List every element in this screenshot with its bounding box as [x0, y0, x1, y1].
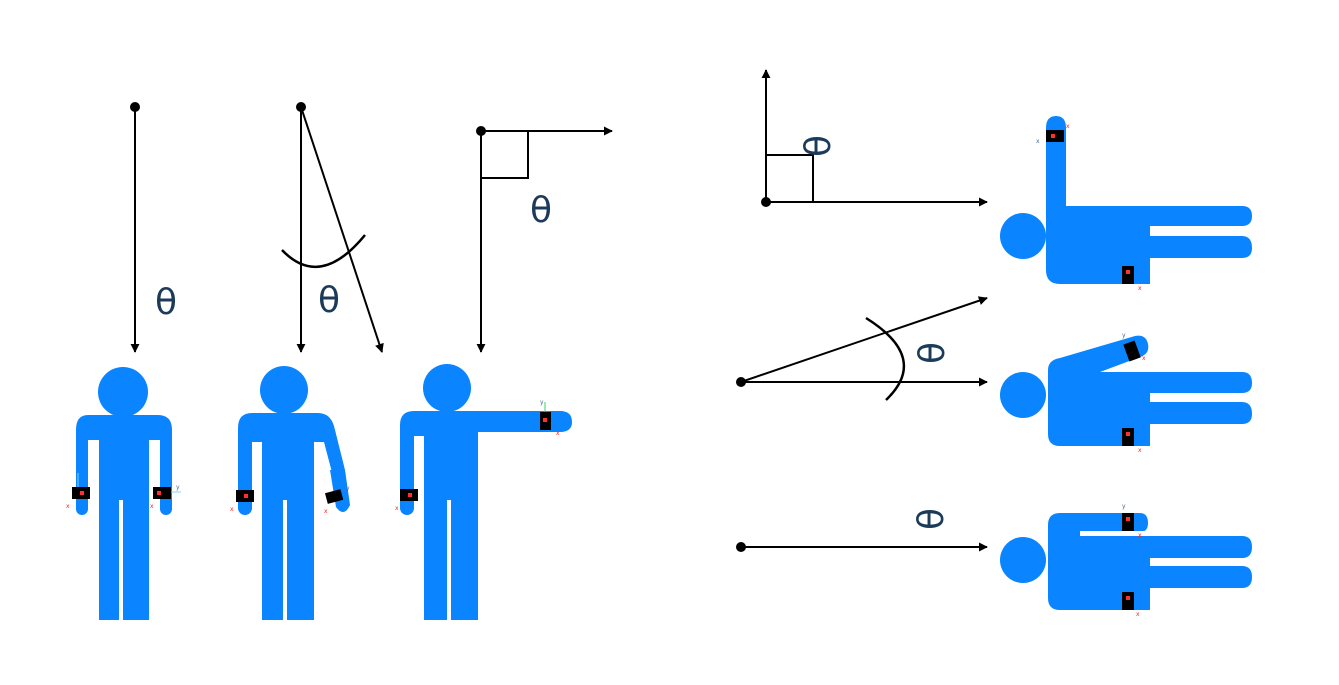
lying-diagram-arm-at-side: θ y x x — [736, 503, 1252, 618]
svg-text:x: x — [230, 506, 234, 513]
standing-figure — [238, 366, 350, 620]
theta-label: θ — [911, 508, 952, 530]
sensor-left-wrist: x — [230, 490, 254, 513]
svg-text:y: y — [540, 399, 544, 406]
svg-text:y: y — [176, 484, 180, 491]
standing-diagram-arm-horizontal: θ x y x — [395, 126, 613, 620]
angle-vectors — [761, 69, 988, 207]
standing-diagram-arm-partly-raised: θ x y x — [230, 102, 384, 620]
svg-text:x: x — [1138, 532, 1142, 539]
sensor-raised-hand: y x — [1122, 332, 1146, 362]
svg-text:y: y — [346, 485, 350, 492]
angle-vectors — [736, 296, 988, 401]
svg-text:x: x — [1138, 285, 1142, 292]
svg-text:x: x — [1136, 611, 1140, 618]
sensor-side-hand: x — [1122, 428, 1142, 454]
theta-label: θ — [155, 282, 177, 323]
sensor-lower-hand: x — [1122, 592, 1140, 618]
svg-text:x: x — [150, 503, 154, 510]
sensor-hand: y x — [540, 399, 560, 437]
sensor-side-hand: x — [1122, 266, 1142, 292]
sensor-left-wrist: x — [395, 489, 418, 512]
theta-label: θ — [530, 190, 552, 231]
sensor-left-wrist: x — [66, 473, 90, 510]
svg-text:x: x — [1138, 447, 1142, 454]
sensor-raised-hand: x x — [1036, 123, 1070, 145]
svg-text:x: x — [1142, 355, 1146, 362]
svg-text:y: y — [1122, 332, 1126, 339]
standing-figure — [400, 364, 572, 620]
svg-text:y: y — [1122, 503, 1126, 510]
lying-diagram-arm-vertical: θ x x x — [761, 69, 1252, 292]
lying-diagram-arm-angled: θ y x x — [736, 296, 1252, 454]
sensor-right-wrist: y x — [324, 485, 350, 515]
theta-label: θ — [912, 342, 953, 364]
standing-diagram-arm-down: θ x y x — [66, 102, 181, 620]
svg-text:x: x — [1036, 138, 1040, 145]
sensor-right-wrist: y x — [150, 484, 181, 510]
svg-text:x: x — [1066, 123, 1070, 130]
svg-text:x: x — [324, 508, 328, 515]
svg-text:x: x — [66, 503, 70, 510]
svg-text:x: x — [395, 505, 399, 512]
angle-vector — [130, 102, 140, 353]
angle-vectors — [281, 102, 384, 353]
sensor-upper-hand: y x — [1122, 503, 1142, 539]
svg-text:x: x — [556, 430, 560, 437]
angle-vector — [736, 542, 988, 552]
theta-label: θ — [798, 135, 839, 157]
theta-label: θ — [318, 280, 340, 321]
standing-figure — [76, 367, 172, 620]
angle-vectors — [476, 126, 613, 353]
